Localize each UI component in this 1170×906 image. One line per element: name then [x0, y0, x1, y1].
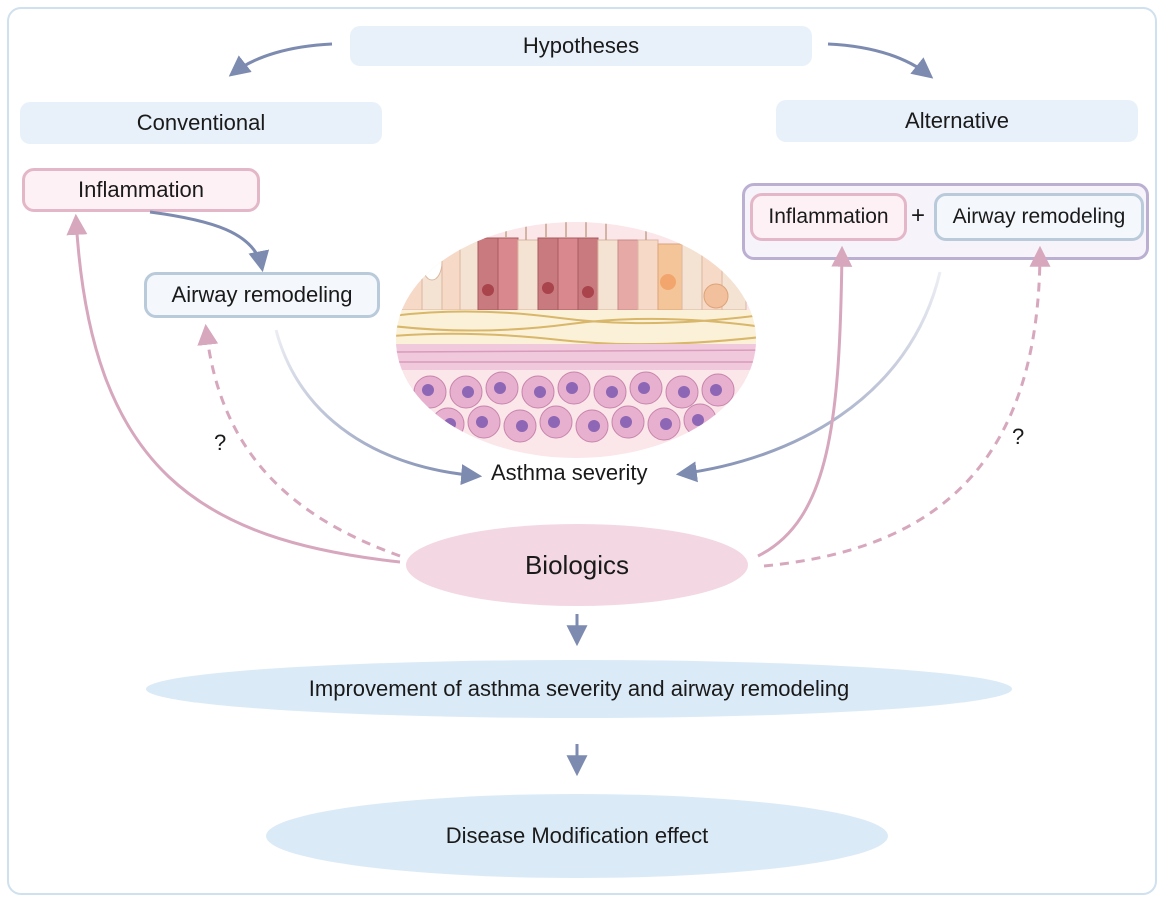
biologics-ellipse: Biologics: [406, 524, 748, 606]
arrow-biologics-to-alt-remodeling-dashed: [763, 245, 1051, 568]
improvement-ellipse: Improvement of asthma severity and airwa…: [146, 660, 1012, 718]
improvement-label: Improvement of asthma severity and airwa…: [308, 676, 850, 701]
disease-modification-ellipse: Disease Modification effect: [266, 794, 888, 878]
alternative-header-text: Alternative: [905, 108, 1009, 133]
diagram-frame: [7, 7, 1157, 895]
arrow-remodeling-to-severity: [274, 329, 483, 486]
conventional-airway-remodeling-box: Airway remodeling: [144, 272, 380, 318]
arrow-hypotheses-to-conventional: [228, 42, 333, 77]
alternative-inflammation-label: Inflammation: [768, 205, 889, 228]
alternative-airway-remodeling-box: Airway remodeling: [934, 193, 1144, 241]
arrow-hypotheses-to-alternative: [827, 42, 934, 79]
conventional-airway-remodeling-label: Airway remodeling: [171, 282, 353, 307]
disease-modification-label: Disease Modification effect: [445, 823, 709, 848]
hypotheses-title-text: Hypotheses: [522, 33, 640, 58]
conventional-header: Conventional: [20, 102, 382, 144]
conventional-inflammation-box: Inflammation: [22, 168, 260, 212]
alternative-inflammation-box: Inflammation: [750, 193, 907, 241]
arrow-biologics-to-inflammation: [66, 213, 401, 564]
alternative-header: Alternative: [776, 100, 1138, 142]
airway-tissue-illustration: [396, 222, 756, 458]
alternative-airway-remodeling-label: Airway remodeling: [952, 205, 1126, 228]
arrow-alternative-to-severity: [675, 271, 942, 483]
arrow-biologics-to-alt-inflammation: [757, 245, 853, 558]
alternative-question-mark: ?: [1012, 424, 1025, 449]
conventional-inflammation-label: Inflammation: [78, 177, 204, 202]
conventional-question-mark: ?: [214, 430, 227, 455]
plus-sign: +: [911, 202, 926, 229]
hypotheses-title: Hypotheses: [350, 26, 812, 66]
arrow-inflammation-to-remodeling: [149, 210, 270, 273]
asthma-severity-label: Asthma severity: [491, 460, 648, 485]
biologics-label: Biologics: [524, 549, 630, 580]
conventional-header-text: Conventional: [136, 110, 266, 135]
arrow-biologics-to-remodeling-dashed: [197, 323, 401, 558]
